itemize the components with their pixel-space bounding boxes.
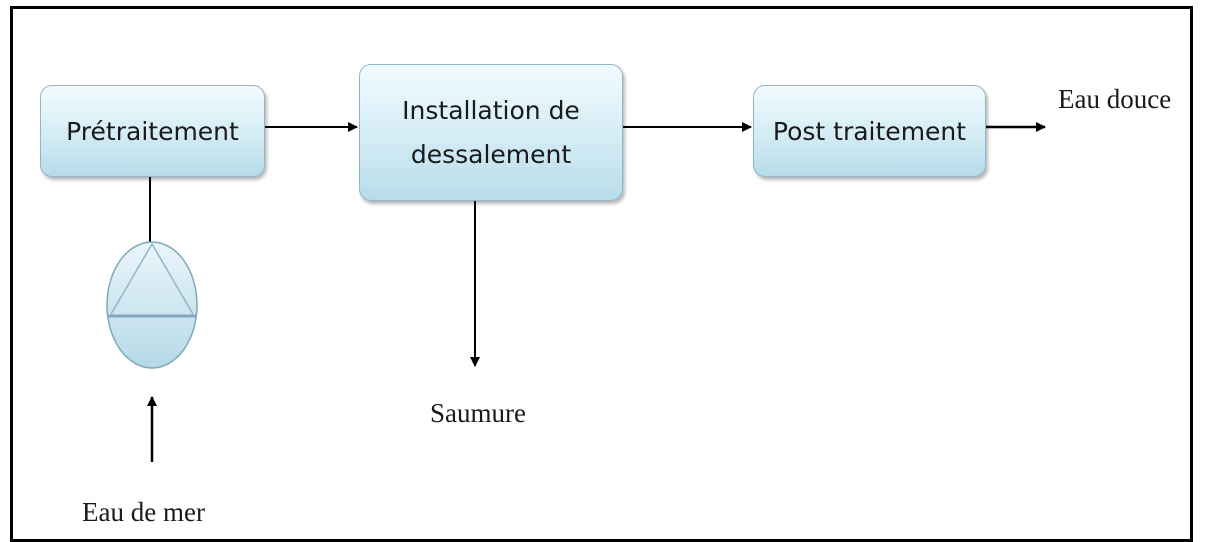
- post-treatment-label: Post traitement: [772, 116, 967, 146]
- pump-icon: [106, 241, 198, 369]
- pretreatment-label: Prétraitement: [66, 116, 239, 146]
- desalination-label-line1: Installation de: [402, 95, 580, 125]
- process-flow-diagram: Prétraitement Installation de dessalemen…: [10, 6, 1193, 542]
- desalination-label-line2: dessalement: [410, 139, 572, 169]
- desalination-installation-box: Installation de dessalement: [359, 64, 623, 201]
- sea-water-label: Eau de mer: [82, 497, 205, 527]
- post-treatment-box: Post traitement: [753, 85, 986, 177]
- brine-label: Saumure: [430, 398, 526, 428]
- fresh-water-label: Eau douce: [1058, 84, 1172, 114]
- connectors: [106, 122, 1046, 462]
- pretreatment-box: Prétraitement: [40, 85, 265, 177]
